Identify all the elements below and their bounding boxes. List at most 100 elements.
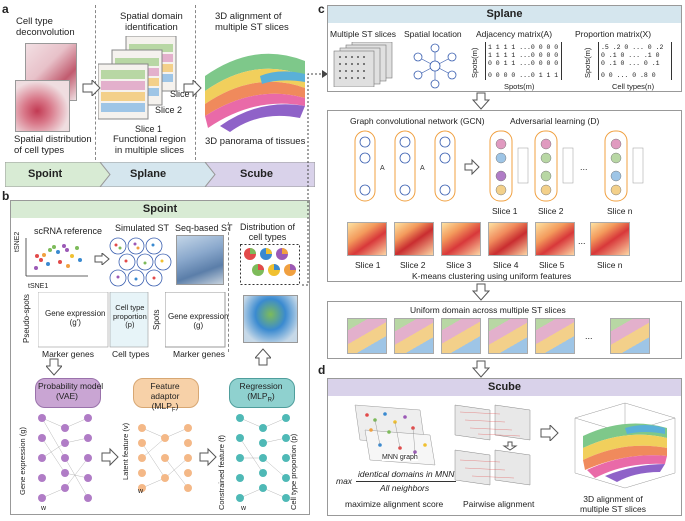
regression-title: Regression (MLPR) [239,381,283,404]
cell-type-pie-grid [240,244,300,285]
heatmap-slice-1 [347,222,387,256]
maximize-label: maximize alignment score [345,499,444,509]
panel-label-a: a [2,2,9,16]
slice-label-1: Slice 1 [355,260,381,270]
fraction-bar [356,481,456,482]
seq-based-st-image [176,235,224,285]
cell-types-n-label: Cell types(n) [612,82,655,91]
distribution-label: Distribution of cell types [240,222,296,242]
panel-label-c: c [318,2,325,16]
heatmap-slice-3 [441,222,481,256]
slice-label-n: Slice n [597,260,623,270]
spots-m-axis: Spots(m) [470,47,479,78]
adj-row-3: 0 0 1 1 ...0 0 0 0 [488,60,559,67]
arrow-down-icon [46,358,62,376]
tab-scube: Scube [240,168,274,180]
constrained-feature-axis: Constrained feature (f) [217,434,226,510]
arrow-down-icon [472,283,490,301]
uniform-slice-3 [441,318,481,354]
prop-row-1: .5 .2 0 ... 0 .2 [601,44,664,51]
uniform-slice-4 [488,318,528,354]
spoint-header: Spoint [11,201,309,218]
gcn-label: Graph convolutional network (GCN) [350,116,485,126]
arrow-down-icon [472,92,490,110]
simulated-st-graphic [109,237,172,287]
slice-1-label: Slice 1 [135,124,163,134]
vae-model-pill [35,378,101,408]
arrow-right-icon [540,425,559,441]
scube-panel [327,378,682,516]
panorama-label: 3D panorama of tissues [205,136,306,147]
feature-adaptor-pill [133,378,199,408]
gcn-network-graphic: A A ... [354,130,644,202]
slice-label-2: Slice 2 [400,260,426,270]
functional-region-label: Functional region in multiple slices [113,134,186,156]
3d-panorama-graphic [205,53,305,132]
slice-label-top-2: Slice 2 [538,206,564,216]
slice-n-label: Slice n [170,89,198,99]
prop-row-3: 0 .1 0 ... 0 .1 [601,60,660,67]
uniform-slice-2 [394,318,434,354]
panel-label-d: d [318,363,326,377]
tab-spoint: Spoint [28,168,63,180]
heatmap-slice-n [590,222,630,256]
heatmap-slice-5 [535,222,575,256]
gene-expression-axis: Gene expression (g) [18,427,27,495]
deconvolution-label: Cell type deconvolution [16,16,75,38]
kmeans-label: K-means clustering using uniform feature… [412,271,572,281]
scube-header: Scube [328,379,681,396]
splane-header: Splane [328,6,681,23]
tsne-scatter-plot [25,238,88,277]
adj-row-1: 1 1 1 1 ...0 0 0 0 [488,44,559,51]
ellipsis-heatmap: ... [578,236,586,246]
spatial-location-label: Spatial location [404,29,462,39]
vae-model-title: Probability model (VAE) [38,381,104,401]
gene-expression-label: Gene expression (g) [168,312,229,330]
max-label: max [336,476,353,486]
tissue-image-2 [15,80,70,132]
prop-row-4: 0 0 ... 0 .8 0 [601,72,656,79]
simulated-label: Simulated ST [115,223,170,233]
weight-label-3: w [241,505,247,512]
spatial-location-graph [413,43,457,89]
spots-m-axis-2: Spots(m) [583,47,592,78]
adversarial-label: Adversarial learning (D) [510,116,600,126]
splane-panel-top [327,5,682,92]
marker-genes-label: Marker genes [42,349,94,359]
pseudo-spots-label: Pseudo-spots [22,294,31,343]
spatial-distribution-label: Spatial distribution of cell types [14,134,92,156]
spots-label: Spots [152,309,161,330]
gene-expression-g1-label: Gene expression (g') [45,309,106,327]
slice-label-4: Slice 4 [493,260,519,270]
slice-label-3: Slice 3 [446,260,472,270]
adj-row-4: 0 0 0 0 ...0 1 1 1 [488,72,559,79]
uniform-domain-panel [327,301,682,359]
tsne2-label: tSNE2 [14,231,21,252]
uniform-slice-n [610,318,650,354]
marker-genes-2-label: Marker genes [173,349,225,359]
formula-denominator: All neighbors [380,483,430,493]
uniform-label: Uniform domain across multiple ST slices [410,305,566,315]
connector-dotted-arrow [302,70,328,286]
regression-pill [229,378,295,408]
tab-splane: Splane [130,168,167,180]
pairwise-label: Pairwise alignment [463,499,535,509]
adjacency-matrix [485,42,562,80]
slice-label-5: Slice 5 [539,260,565,270]
cell-types-label: Cell types [112,349,150,359]
alignment-title-label: 3D alignment of multiple ST slices [215,11,289,33]
multiple-slices-label: Multiple ST slices [330,29,396,39]
scrna-label: scRNA reference [34,226,103,236]
latent-feature-axis: Latent feature (v) [121,422,130,480]
arrow-right-icon [94,253,110,265]
arrow-right-icon [82,80,101,96]
workflow-chevron-bar [5,162,315,187]
slice-label-top-1: Slice 1 [492,206,518,216]
feature-adaptor-title: Feature adaptor (MLPF) [150,381,180,414]
arrow-up-icon [255,348,271,366]
weight-label-1: w [41,505,47,512]
tsne1-label: tSNE1 [28,283,49,290]
slice-label-top-n: Slice n [607,206,633,216]
slice-2-label: Slice 2 [155,105,183,115]
proportion-label: Proportion matrix(X) [575,29,652,39]
